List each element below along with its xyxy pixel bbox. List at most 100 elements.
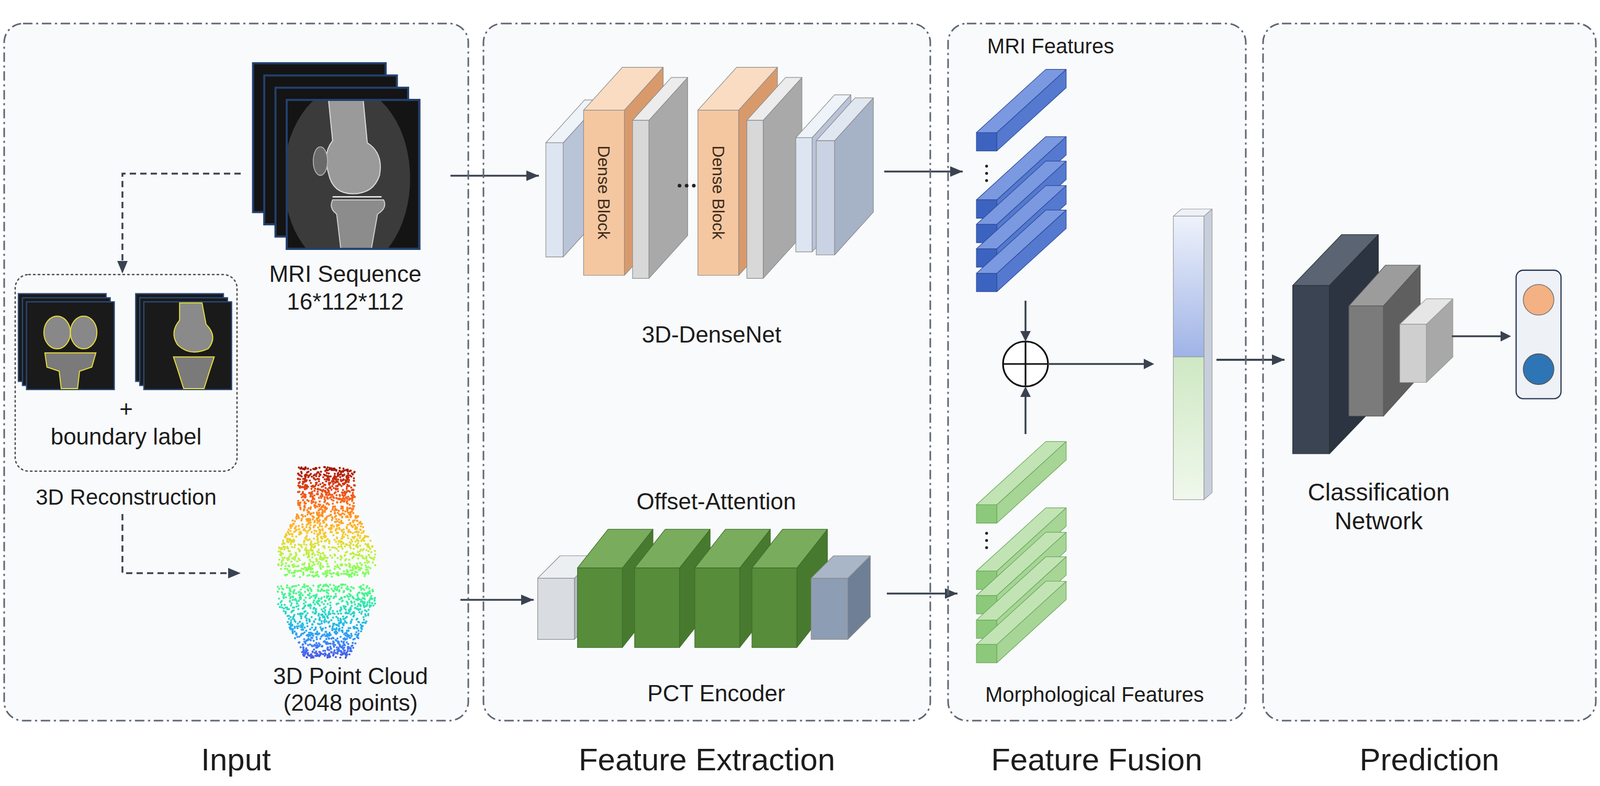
cloud-point [314,608,318,611]
cloud-point [351,497,354,500]
cloud-point [290,546,294,549]
cloud-point [363,575,366,578]
cloud-point [289,621,292,624]
panel-ground [3,22,470,723]
cloud-point [323,540,326,543]
cloud-point [346,472,349,475]
cloud-point [303,591,307,594]
cloud-point [327,527,330,531]
cloud-point [342,483,345,486]
cloud-point [299,506,302,509]
cloud-point [314,647,318,650]
cloud-point [290,560,293,563]
cloud-point [287,537,290,540]
cloud-point [336,637,339,640]
cloud-point [312,526,315,529]
cloud-point [305,567,308,570]
cloud-point [330,648,333,651]
cloud-point [334,624,337,627]
cloud-point [321,511,324,514]
cloud-point [352,547,355,550]
cloud-point [333,553,336,556]
cloud-point [370,546,374,549]
cloud-point [347,479,351,482]
cloud-point [318,604,321,607]
cloud-point [347,562,351,566]
cloud-point [306,568,309,571]
cloud-point [323,499,326,502]
cloud-point [321,566,324,569]
cloud-point [298,503,301,506]
cloud-point [308,587,311,590]
cloud-point [343,490,346,493]
cloud-point [301,644,304,647]
cloud-point [330,619,333,622]
cloud-point [351,618,354,622]
cloud-point [295,535,298,538]
cloud-point [293,522,296,525]
cloud-point [359,525,363,528]
cloud-point [366,601,369,604]
cloud-point [329,531,332,534]
cloud-point [311,571,314,574]
cloud-point [311,485,314,488]
cloud-point [365,559,368,562]
cloud-point [316,490,319,493]
cloud-point [339,656,342,659]
cloud-point [297,548,300,551]
cloud-point [355,631,358,634]
illustration-shape [286,99,411,250]
cloud-point [320,540,323,543]
cloud-point [317,603,320,606]
cloud-point [367,566,370,569]
cloud-point [352,494,355,497]
cloud-point [367,554,370,557]
cloud-point [301,607,304,611]
cloud-point [303,583,306,587]
cloud-point [346,498,349,501]
cloud-point [300,546,303,549]
cloud-point [358,545,362,548]
cloud-point [310,475,313,478]
cloud-point [340,596,343,600]
cloud-point [345,488,348,491]
cloud-point [340,587,343,590]
cloud-point [323,633,326,636]
cloud-point [340,612,343,615]
cloud-point [361,611,364,614]
cloud-point [353,637,356,640]
cloud-point [311,518,314,521]
cloud-point [330,467,333,470]
cloud-point [316,478,319,481]
cloud-point [296,560,299,563]
cloud-point [331,616,334,619]
cloud-point [370,595,373,598]
cloud-point [328,467,331,470]
cloud-point [335,527,338,531]
cloud-point [303,539,306,543]
cloud-point [336,610,339,613]
cloud-point [287,617,290,621]
cloud-point [287,528,290,532]
cloud-point [325,638,328,641]
cloud-point [347,531,350,534]
cloud-point [290,624,294,627]
cloud-point [328,483,331,487]
cloud-point [332,467,335,470]
cloud-point [366,546,369,549]
cloud-point [330,637,333,640]
cloud-point [342,542,345,545]
cloud-point [346,483,349,487]
cloud-point [300,475,303,478]
cloud-point [343,545,346,548]
cloud-point [297,477,300,480]
cloud-point [356,605,359,608]
cloud-point [303,478,307,481]
cloud-point [340,508,343,511]
cloud-point [332,487,335,490]
cloud-point [310,616,313,619]
cloud-point [344,554,347,557]
cloud-point [297,491,300,494]
cloud-point [311,565,314,568]
cloud-point [340,520,343,523]
